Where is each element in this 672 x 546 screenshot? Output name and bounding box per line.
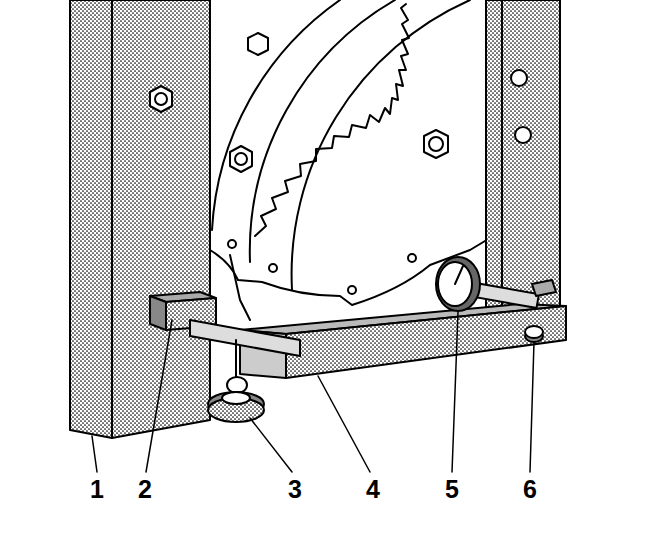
bolt-hole — [348, 286, 356, 294]
bolt — [511, 70, 527, 86]
support-rail — [112, 0, 210, 438]
knob — [525, 326, 543, 342]
bolt — [515, 127, 531, 143]
support-rail — [486, 0, 502, 330]
ring-gear — [255, 4, 409, 236]
clamp — [150, 292, 300, 356]
bolt — [150, 86, 172, 112]
bolt-hole — [269, 264, 277, 272]
bolt-hole — [228, 240, 236, 248]
magnetic-base — [208, 340, 264, 422]
callout-number: 4 — [366, 477, 380, 502]
callout-number: 6 — [523, 477, 537, 502]
callout-number: 2 — [138, 477, 152, 502]
callout-number: 1 — [90, 477, 104, 502]
bolt — [424, 130, 448, 158]
bolt — [230, 146, 252, 172]
callout-number: 3 — [288, 477, 302, 502]
support-rail — [70, 0, 112, 438]
engine-plate — [210, 238, 490, 305]
callout-number: 5 — [445, 477, 459, 502]
bolt — [248, 33, 268, 55]
flywheel-edge — [292, 0, 470, 290]
flywheel-edge — [250, 0, 395, 262]
support-rail — [502, 0, 560, 335]
dial-indicator — [436, 257, 556, 311]
bolt-hole — [408, 254, 416, 262]
engine-plate — [230, 255, 250, 320]
leader-lines — [92, 312, 534, 472]
